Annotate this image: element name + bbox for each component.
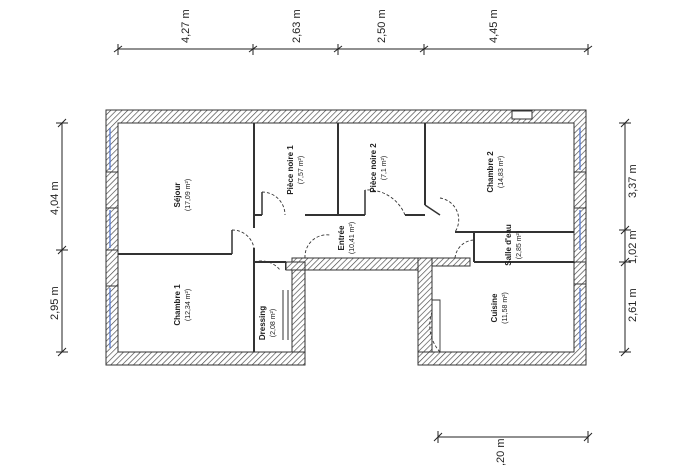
- room-entree: Entrée (10,41 m²): [337, 222, 356, 254]
- right-dim-label-2: 1,02 m: [627, 230, 639, 264]
- room-area: (14,83 m²): [498, 156, 505, 188]
- room-area: (7,1 m²): [381, 156, 388, 181]
- right-dim-label-1: 3,37 m: [627, 164, 639, 198]
- room-dressing: Dressing (2,08 m²): [258, 306, 277, 340]
- bottom-dim-label: ,20 m: [495, 438, 507, 466]
- room-name: Dressing: [258, 306, 267, 340]
- right-dimension-line: [619, 118, 631, 357]
- room-area: (7,57 m²): [298, 156, 305, 184]
- left-wall-pillars: [105, 171, 587, 287]
- room-name: Pièce noire 2: [369, 143, 378, 193]
- room-name: Cuisine: [490, 293, 499, 322]
- room-piece-noire-2: Pièce noire 2 (7,1 m²): [369, 143, 388, 193]
- room-area: (11,58 m²): [502, 292, 509, 324]
- left-dim-label-2: 2,95 m: [49, 286, 61, 320]
- left-dimension-line: [56, 118, 68, 357]
- room-name: Entrée: [337, 225, 346, 250]
- room-area: (17,09 m²): [185, 179, 192, 211]
- room-area: (2,85 m²): [516, 231, 523, 259]
- top-dim-label-2: 2,63 m: [291, 9, 303, 43]
- exterior-walls: [105, 109, 587, 366]
- doors: [231, 189, 475, 353]
- room-name: Chambre 2: [486, 151, 495, 193]
- room-name: Séjour: [173, 183, 182, 208]
- room-cuisine: Cuisine (11,58 m²): [490, 292, 509, 324]
- room-sejour: Séjour (17,09 m²): [173, 179, 192, 211]
- top-dim-label-4: 4,45 m: [488, 9, 500, 43]
- dressing-closet: [282, 290, 289, 340]
- bottom-dimension-line: [433, 431, 593, 443]
- room-area: (2,08 m²): [270, 309, 277, 337]
- top-dim-label-3: 2,50 m: [376, 9, 388, 43]
- room-chambre-2: Chambre 2 (14,83 m²): [486, 151, 505, 193]
- windows: [109, 128, 581, 348]
- room-salle-d-eau: Salle d'eau (2,85 m²): [504, 224, 523, 266]
- vent-detail: [511, 110, 533, 120]
- interior-walls: [118, 123, 574, 352]
- left-dim-label-1: 4,04 m: [49, 181, 61, 215]
- interior-hatched-walls: [285, 257, 471, 353]
- room-chambre-1: Chambre 1 (12,34 m²): [173, 284, 192, 326]
- room-area: (12,34 m²): [185, 289, 192, 321]
- room-area: (10,41 m²): [349, 222, 356, 254]
- right-dim-label-3: 2,61 m: [627, 288, 639, 322]
- room-piece-noire-1: Pièce noire 1 (7,57 m²): [286, 145, 305, 195]
- top-dimension-line: [113, 44, 593, 55]
- room-name: Chambre 1: [173, 284, 182, 326]
- top-dim-label-1: 4,27 m: [180, 9, 192, 43]
- room-name: Salle d'eau: [504, 224, 513, 266]
- room-name: Pièce noire 1: [286, 145, 295, 195]
